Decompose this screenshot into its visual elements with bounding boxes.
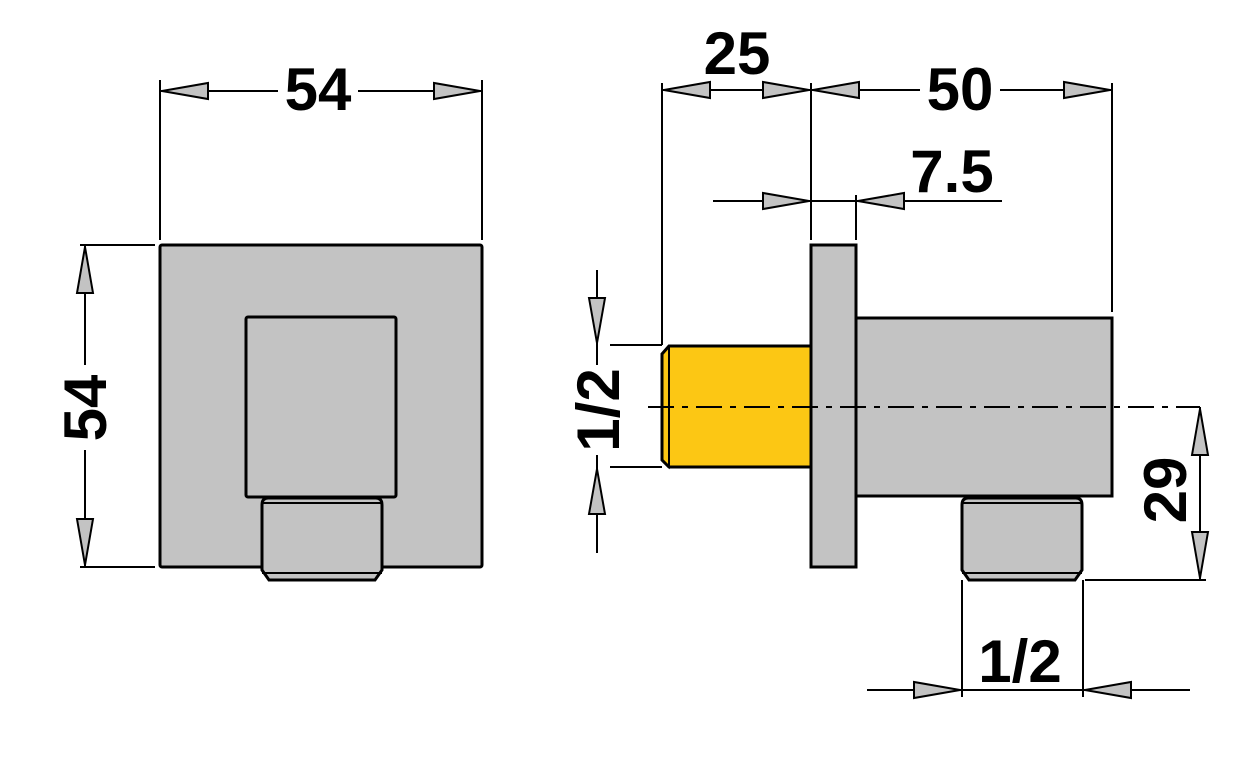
outlet-thread-label: 1/2 [978,628,1061,695]
side-view: 25 50 7.5 1/2 [565,20,1210,700]
arrowhead-down-icon [1190,531,1210,579]
arrowhead-up-icon [75,246,95,294]
arrowhead-down-icon [75,518,95,566]
outlet-offset-label: 29 [1132,457,1199,524]
outlet-thread-front [260,496,384,582]
body-depth-label: 50 [927,56,994,123]
flange-thickness-label: 7.5 [910,138,993,205]
arrowhead-up-icon [1190,408,1210,456]
inlet-thread-label: 1/2 [565,368,632,451]
arrowhead-right-icon [1063,80,1111,100]
arrowhead-down-icon [587,297,607,344]
arrowhead-left-icon [857,191,905,211]
front-view: 54 54 [52,56,484,582]
arrowhead-right-icon [762,191,810,211]
arrowhead-left-icon [1084,680,1132,700]
front-height-label: 54 [52,374,119,441]
thread-length-label: 25 [704,20,771,87]
arrowhead-right-icon [762,80,810,100]
arrowhead-left-icon [161,81,209,101]
arrowhead-right-icon [433,81,481,101]
outlet-thread-side [960,496,1084,582]
front-width-label: 54 [285,56,352,123]
arrowhead-right-icon [913,680,961,700]
outlet-body-front [244,315,398,499]
arrowhead-left-icon [663,80,711,100]
arrowhead-left-icon [812,80,860,100]
arrowhead-up-icon [587,468,607,515]
